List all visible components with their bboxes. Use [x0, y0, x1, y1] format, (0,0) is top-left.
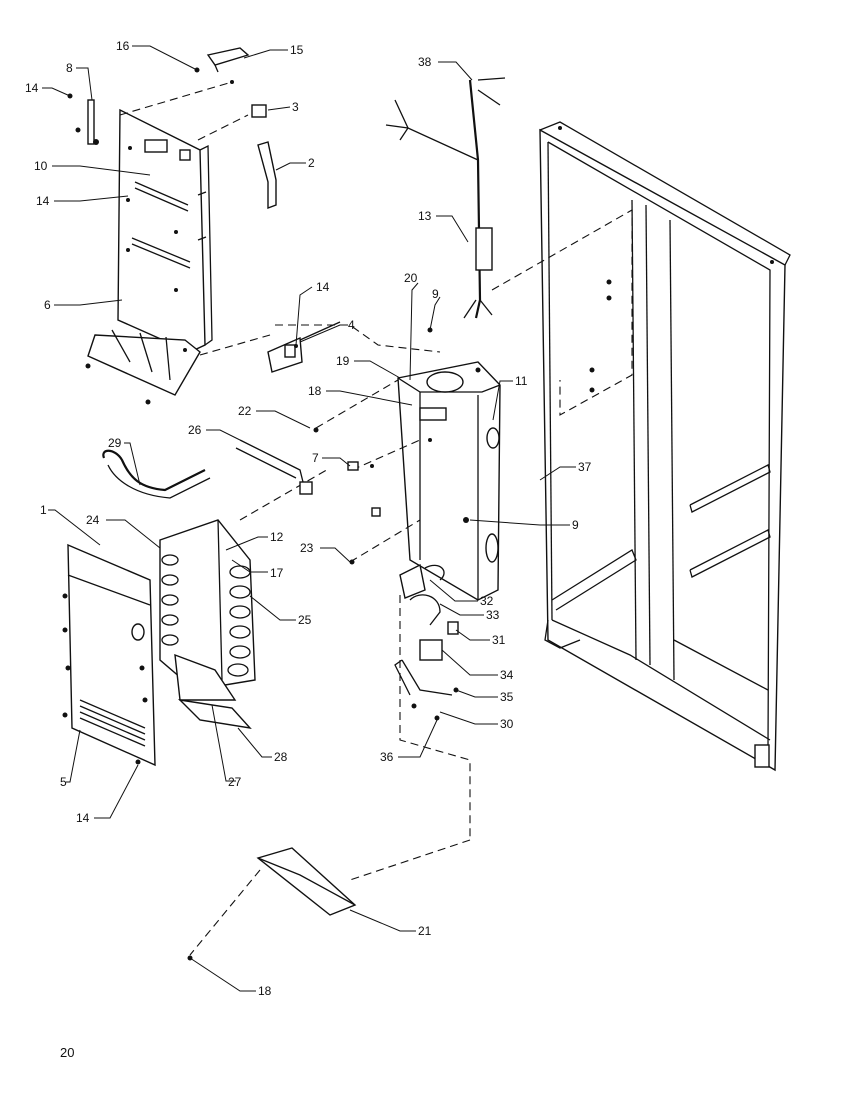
- callout-9: 9: [572, 518, 579, 532]
- callout-20: 20: [404, 271, 418, 285]
- callout-15: 15: [290, 43, 304, 57]
- callout-25: 25: [298, 613, 312, 627]
- screws-mid: [313, 427, 381, 565]
- fan-housing: [397, 327, 501, 601]
- callout-31: 31: [492, 633, 506, 647]
- heater-26: [235, 439, 313, 495]
- evaporator-cover-panel: [87, 108, 213, 396]
- callout-30: 30: [500, 717, 514, 731]
- callout-22: 22: [238, 404, 252, 418]
- callout-4: 4: [348, 318, 355, 332]
- callout-11: 11: [515, 374, 528, 388]
- callout-7: 7: [312, 451, 319, 465]
- callout-3: 3: [292, 100, 299, 114]
- callout-9: 9: [432, 287, 439, 301]
- wire-harness: [385, 77, 506, 319]
- evaporator-coil: [159, 519, 256, 730]
- callout-36: 36: [380, 750, 394, 764]
- callout-8: 8: [66, 61, 73, 75]
- callout-1: 1: [40, 503, 47, 517]
- callout-28: 28: [274, 750, 288, 764]
- callout-32: 32: [480, 594, 494, 608]
- callout-27: 27: [228, 775, 242, 789]
- cabinet: [539, 121, 791, 772]
- screws-top-left: [67, 67, 234, 405]
- callout-23: 23: [300, 541, 314, 555]
- callout-12: 12: [270, 530, 284, 544]
- tube-2: [257, 141, 277, 210]
- page-number: 20: [60, 1045, 75, 1060]
- callout-26: 26: [188, 423, 202, 437]
- callout-17: 17: [270, 566, 284, 580]
- clip-3: [251, 104, 267, 118]
- callout-37: 37: [578, 460, 592, 474]
- callout-labels: 16 15 8 14 3 2 10 14 6 14 4 38 13 20 9 1…: [25, 39, 592, 998]
- callout-33: 33: [486, 608, 500, 622]
- callout-14: 14: [36, 194, 50, 208]
- callout-5: 5: [60, 775, 67, 789]
- drain-trough: [256, 847, 357, 916]
- evaporator-cover-lower: [62, 543, 156, 767]
- callout-18: 18: [258, 984, 272, 998]
- drain-heater-29: [102, 449, 211, 499]
- callout-14: 14: [76, 811, 90, 825]
- callout-14: 14: [25, 81, 39, 95]
- callout-21: 21: [418, 924, 432, 938]
- defrost-components: [394, 563, 459, 721]
- leader-lines: [42, 45, 576, 992]
- callout-29: 29: [108, 436, 122, 450]
- callout-34: 34: [500, 668, 514, 682]
- callout-10: 10: [34, 159, 48, 173]
- callout-13: 13: [418, 209, 432, 223]
- callout-14: 14: [316, 280, 330, 294]
- callout-18: 18: [308, 384, 322, 398]
- callout-6: 6: [44, 298, 51, 312]
- callout-38: 38: [418, 55, 432, 69]
- callout-19: 19: [336, 354, 350, 368]
- callout-24: 24: [86, 513, 100, 527]
- bracket-15: [206, 47, 250, 73]
- callout-2: 2: [308, 156, 315, 170]
- callout-16: 16: [116, 39, 130, 53]
- callout-35: 35: [500, 690, 514, 704]
